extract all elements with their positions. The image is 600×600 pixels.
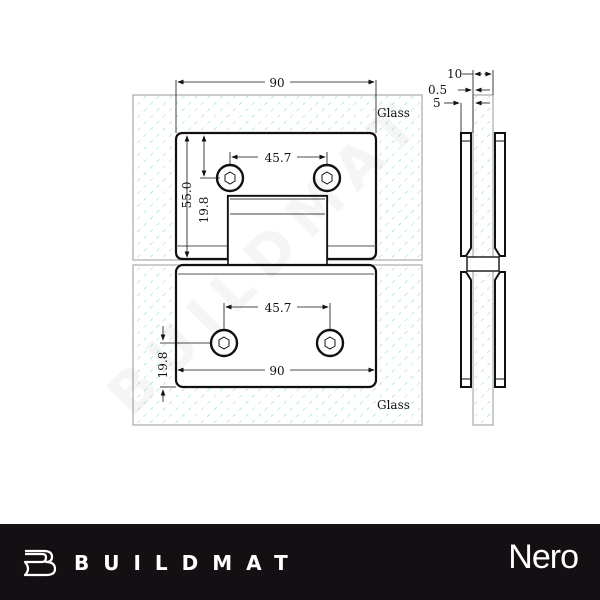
glass-label-bottom: Glass <box>377 398 410 412</box>
dimension-label: 45.7 <box>265 301 292 315</box>
dimension-label: 90 <box>269 76 284 90</box>
buildmat-logo: BUILDMAT <box>22 546 302 580</box>
dimension-hole-offset-bottom: 19.8 <box>156 326 211 402</box>
dimension-label: 55.0 <box>180 182 194 209</box>
hinge-technical-drawing: 90 45.7 55.0 19.8 45.7 90 19.8 G <box>95 67 506 428</box>
dimension-label: 19.8 <box>156 352 170 379</box>
dimension-height-top: 55.0 19.8 <box>180 135 220 258</box>
nero-logo: Nero <box>508 538 579 576</box>
dimension-hole-spacing-bottom: 45.7 <box>223 301 331 331</box>
glass-label-top: Glass <box>377 106 410 120</box>
dimension-label: 5 <box>433 96 441 110</box>
brand-name: BUILDMAT <box>74 551 302 575</box>
dimension-hole-spacing-top: 45.7 <box>229 151 328 166</box>
footer-bar: BUILDMAT Nero <box>0 524 600 600</box>
dimension-width-bottom: 90 <box>177 364 375 378</box>
dimension-label: 0.5 <box>428 83 447 97</box>
dimension-label: 45.7 <box>265 151 292 165</box>
buildmat-b-icon <box>23 549 57 577</box>
dimension-label: 10 <box>447 67 462 81</box>
dimension-side: 10 0.5 5 <box>428 67 494 133</box>
dimension-label: 19.8 <box>197 197 211 224</box>
screw-hole-bottom-right <box>315 328 345 358</box>
dimension-width-top: 90 <box>175 76 377 133</box>
hinge-side-view <box>460 94 506 426</box>
dimension-label: 90 <box>269 364 284 378</box>
screw-hole-top-left <box>215 163 245 193</box>
